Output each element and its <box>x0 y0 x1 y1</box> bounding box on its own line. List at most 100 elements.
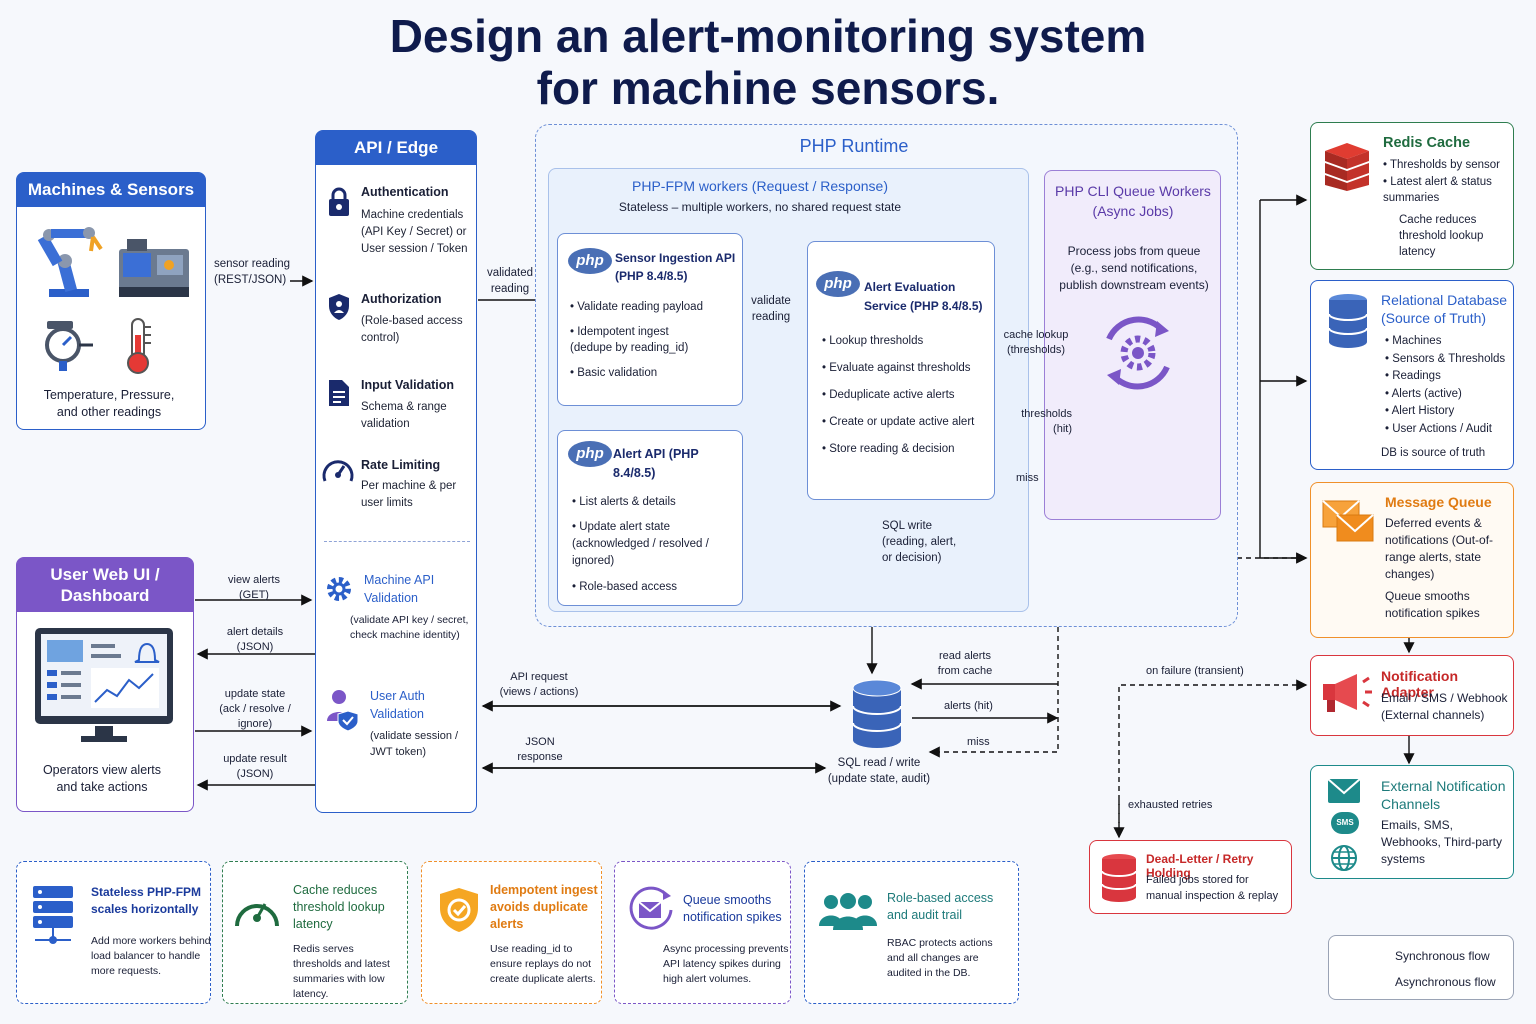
alert-evaluation-service-box: php Alert Evaluation Service (PHP 8.4/8.… <box>807 241 995 500</box>
robot-arm-icon <box>37 227 103 297</box>
redis-cache-box: Redis Cache Thresholds by sensor Latest … <box>1310 122 1514 270</box>
edge-user-auth-title: User Auth Validation <box>370 689 425 721</box>
benefit-idempotent-desc: Use reading_id to ensure replays do not … <box>490 943 596 985</box>
edge-rate-limiting-title: Rate Limiting <box>361 458 441 472</box>
redis-icon <box>1325 143 1369 191</box>
user-web-ui-panel: User Web UI / Dashboard Operators view a… <box>16 557 194 812</box>
benefit-card-rbac: Role-based access and audit trail RBAC p… <box>804 861 1019 1004</box>
database-icon <box>852 679 902 748</box>
relational-db-box: Relational Database (Source of Truth) Ma… <box>1310 280 1514 470</box>
rdb-note: DB is source of truth <box>1381 447 1486 459</box>
database-icon <box>1328 294 1368 348</box>
edge-machine-api-title: Machine API Validation <box>364 573 435 605</box>
php-logo-icon: php <box>816 271 860 297</box>
machines-sensors-header: Machines & Sensors <box>17 173 205 207</box>
list-item: Update alert state (acknowledged / resol… <box>572 519 738 570</box>
redis-bullets: Thresholds by sensor Latest alert & stat… <box>1383 157 1513 206</box>
cli-queue-workers-box: PHP CLI Queue Workers (Async Jobs) Proce… <box>1044 170 1221 520</box>
api-edge-panel: API / Edge Authentication Machine creden… <box>315 130 477 813</box>
benefit-scaling-title: Stateless PHP-FPM scales horizontally <box>91 885 202 916</box>
shield-icon <box>329 294 349 320</box>
document-icon <box>329 380 349 406</box>
php-runtime-header: PHP Runtime <box>799 136 909 156</box>
label-alert-details: alert details (JSON) <box>226 626 284 653</box>
mq-desc: Deferred events & notifications (Out-of-… <box>1385 516 1494 581</box>
megaphone-icon <box>1323 674 1372 712</box>
list-item: Idempotent ingest (dedupe by reading_id) <box>570 324 710 356</box>
label-sql-write: SQL write (reading, alert, or decision) <box>882 520 957 564</box>
notification-adapter-box: Notification Adapter Email / SMS / Webho… <box>1310 655 1514 736</box>
ext-desc: Emails, SMS, Webhooks, Third-party syste… <box>1381 818 1502 866</box>
list-item: Lookup thresholds <box>822 333 994 349</box>
benefit-rbac-desc: RBAC protects actions and all changes ar… <box>887 937 993 979</box>
message-queue-box: Message Queue Deferred events & notifica… <box>1310 482 1514 638</box>
page-title: Design an alert-monitoring system for ma… <box>389 10 1147 114</box>
label-sensor-reading: sensor reading (REST/JSON) <box>214 258 291 286</box>
php-fpm-header: PHP-FPM workers (Request / Response) <box>632 178 888 194</box>
benefit-rbac-title: Role-based access and audit trail <box>887 891 994 922</box>
label-update-result: update result (JSON) <box>223 753 287 780</box>
sms-icon: SMS <box>1331 812 1359 834</box>
label-validated-reading: validated reading <box>486 267 534 295</box>
dlq-title: Dead-Letter / Retry Holding <box>1146 852 1254 880</box>
benefit-card-cache: Cache reduces threshold lookup latency R… <box>222 861 408 1004</box>
ext-title: External Notification Channels <box>1381 778 1506 812</box>
eval-title: Alert Evaluation Service (PHP 8.4/8.5) <box>864 280 983 313</box>
notif-desc: Email / SMS / Webhook (External channels… <box>1381 691 1508 722</box>
label-on-failure: on failure (transient) <box>1146 665 1244 677</box>
legend-async-label: Asynchronous flow <box>1395 975 1496 989</box>
alert-api-title: Alert API (PHP 8.4/8.5) <box>613 447 699 480</box>
legend-box: Synchronous flow Asynchronous flow <box>1328 935 1514 1000</box>
user-shield-icon <box>327 690 359 732</box>
users-icon <box>819 893 877 930</box>
label-validate-reading: validate reading <box>751 295 791 323</box>
sensor-ingestion-api-box: php Sensor Ingestion API (PHP 8.4/8.5) V… <box>557 233 743 406</box>
benefit-queue-desc: Async processing prevents API latency sp… <box>663 943 789 985</box>
list-item: User Actions / Audit <box>1385 421 1511 437</box>
redis-note: Cache reduces threshold lookup latency <box>1399 214 1484 258</box>
machines-sensors-panel: Machines & Sensors Temperature, Pressure… <box>16 172 206 430</box>
edge-rate-limiting-desc: Per machine & per user limits <box>361 480 457 509</box>
api-edge-header: API / Edge <box>316 131 476 165</box>
cli-desc: Process jobs from queue (e.g., send noti… <box>1059 244 1209 292</box>
rdb-bullets: Machines Sensors & Thresholds Readings A… <box>1385 333 1511 437</box>
cli-header: PHP CLI Queue Workers (Async Jobs) <box>1055 183 1211 219</box>
label-update-state: update state (ack / resolve / ignore) <box>219 688 291 730</box>
label-read-alerts: read alerts from cache <box>937 650 993 677</box>
dlq-desc: Failed jobs stored for manual inspection… <box>1146 874 1279 902</box>
dead-letter-box: Dead-Letter / Retry Holding Failed jobs … <box>1089 840 1292 914</box>
edge-authorization-desc: (Role-based access control) <box>361 315 463 344</box>
gear-cycle-icon <box>1106 316 1170 390</box>
userui-caption: Operators view alerts and take actions <box>42 763 162 794</box>
label-miss-2: miss <box>967 736 990 748</box>
rdb-title: Relational Database (Source of Truth) <box>1381 292 1508 326</box>
list-item: List alerts & details <box>572 494 738 510</box>
benefit-idempotent-title: Idempotent ingest avoids duplicate alert… <box>490 883 598 931</box>
list-item: Readings <box>1385 368 1511 384</box>
benefit-scaling-desc: Add more workers behind load balancer to… <box>91 935 211 977</box>
legend-sync-label: Synchronous flow <box>1395 949 1490 963</box>
ingest-title: Sensor Ingestion API (PHP 8.4/8.5) <box>615 251 736 283</box>
envelope-cycle-icon <box>629 886 673 930</box>
label-thresholds-hit: thresholds (hit) <box>1021 408 1072 435</box>
list-item: Thresholds by sensor <box>1383 157 1513 173</box>
benefit-cache-desc: Redis serves thresholds and latest summa… <box>293 943 390 1000</box>
mq-title: Message Queue <box>1385 494 1492 510</box>
label-api-request: API request (views / actions) <box>499 671 579 698</box>
mq-note: Queue smooths notification spikes <box>1385 589 1480 620</box>
edge-authorization-title: Authorization <box>361 292 442 306</box>
benefit-card-scaling: Stateless PHP-FPM scales horizontally Ad… <box>16 861 211 1004</box>
shield-check-icon <box>440 888 478 932</box>
list-item: Role-based access <box>572 579 738 595</box>
label-cache-lookup: cache lookup (thresholds) <box>1003 329 1069 356</box>
speedometer-icon <box>322 460 354 482</box>
benefit-card-idempotent: Idempotent ingest avoids duplicate alert… <box>421 861 602 1004</box>
gear-icon <box>327 577 351 601</box>
label-alerts-hit: alerts (hit) <box>944 700 993 712</box>
list-item: Basic validation <box>570 365 740 381</box>
php-fpm-sub: Stateless – multiple workers, no shared … <box>618 200 902 214</box>
list-item: Store reading & decision <box>822 441 994 457</box>
benefit-queue-title: Queue smooths notification spikes <box>683 893 782 924</box>
benefit-cache-title: Cache reduces threshold lookup latency <box>293 883 385 931</box>
edge-divider <box>324 541 470 542</box>
